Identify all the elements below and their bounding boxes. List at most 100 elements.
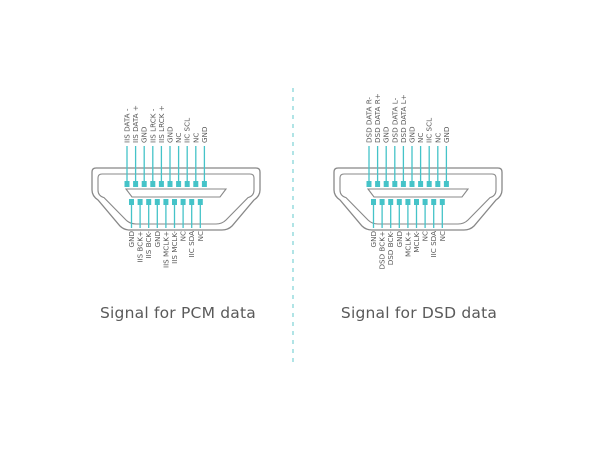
pcm-pin-tongue xyxy=(124,188,228,198)
dsd-top-pin: DSD DATA L- xyxy=(390,97,399,187)
dsd-bottom-pin: DSD BCK- xyxy=(386,199,395,265)
pin-label: GND xyxy=(382,126,391,143)
pcm-connector-shell xyxy=(91,167,261,231)
pcm-bottom-pin: GND xyxy=(153,199,162,247)
pin-contact xyxy=(172,199,177,205)
pin-label: NC xyxy=(191,133,200,143)
pin-contact xyxy=(154,199,160,205)
pin-contact xyxy=(435,181,441,187)
pin-label: IIS BCK- xyxy=(144,231,153,259)
pcm-bottom-pin: IIS BCK+ xyxy=(136,199,145,263)
pcm-shell-inner xyxy=(97,173,255,225)
pcm-shell-outer xyxy=(91,167,261,231)
pin-label: DSD DATA L+ xyxy=(399,94,408,143)
dsd-bottom-pin: GND xyxy=(369,199,378,247)
pin-contact xyxy=(124,181,130,187)
dsd-top-pin: GND xyxy=(442,126,451,187)
pin-label: IIC SCL xyxy=(425,118,434,143)
pin-label: NC xyxy=(433,133,442,143)
pin-label: MCLK- xyxy=(412,231,421,253)
pin-label: MCLK+ xyxy=(403,231,412,257)
pin-contact xyxy=(392,181,398,187)
dsd-bottom-pin: MCLK+ xyxy=(403,199,412,257)
pin-contact xyxy=(366,181,372,187)
pin-contact xyxy=(197,199,203,205)
pin-label: GND xyxy=(153,231,162,248)
dsd-bottom-pin: NC xyxy=(421,199,430,241)
pin-contact xyxy=(379,199,385,205)
pin-contact xyxy=(184,181,190,187)
pcm-bottom-pin: IIS MCLK+ xyxy=(161,199,170,268)
pin-label: DSD DATA R- xyxy=(365,97,374,143)
pin-contact xyxy=(193,181,199,187)
pin-label: GND xyxy=(395,231,404,248)
pin-contact xyxy=(163,199,169,205)
dsd-shell-inner xyxy=(339,173,497,225)
pin-contact xyxy=(176,181,182,187)
pcm-bottom-pin: IIC SDA xyxy=(187,199,196,257)
pin-label: NC xyxy=(421,231,430,241)
pin-contact xyxy=(396,199,402,205)
pcm-top-pin: GND xyxy=(200,126,209,187)
pin-contact xyxy=(129,199,134,205)
pin-label: DSD BCK+ xyxy=(378,231,387,269)
pin-contact xyxy=(414,199,419,205)
pin-contact xyxy=(137,199,143,205)
dsd-connector-shell xyxy=(333,167,503,231)
dsd-top-pin: GND xyxy=(408,126,417,187)
pin-contact xyxy=(375,181,381,187)
pin-label: IIS BCK+ xyxy=(136,231,145,263)
pin-label: DSD DATA R+ xyxy=(373,93,382,143)
pin-contact xyxy=(141,181,147,187)
pcm-top-pin: GND xyxy=(166,126,175,187)
dsd-top-pin: NC xyxy=(433,133,442,187)
pin-label: IIS DATA - xyxy=(123,108,132,143)
pcm-caption: Signal for PCM data xyxy=(100,304,256,322)
pin-contact xyxy=(388,199,394,205)
pin-label: GND xyxy=(200,126,209,143)
pin-label: NC xyxy=(438,231,447,241)
pin-label: GND xyxy=(369,231,378,248)
pin-label: IIC SDA xyxy=(187,231,196,258)
pin-contact xyxy=(133,181,139,187)
pin-contact xyxy=(167,181,173,187)
pin-label: IIS MCLK- xyxy=(170,231,179,264)
pin-contact xyxy=(418,181,424,187)
pin-label: NC xyxy=(174,133,183,143)
pcm-bottom-pin: GND xyxy=(127,199,136,247)
pin-label: NC xyxy=(416,133,425,143)
dsd-bottom-pin: NC xyxy=(438,199,447,241)
pin-label: GND xyxy=(166,126,175,143)
pin-label: DSD DATA L- xyxy=(390,97,399,143)
pin-contact xyxy=(150,181,156,187)
dsd-top-pin: DSD DATA L+ xyxy=(399,94,408,187)
pcm-top-pin: NC xyxy=(174,133,183,187)
pcm-top-pin: IIC SCL xyxy=(183,118,192,187)
pin-label: GND xyxy=(127,231,136,248)
pin-label: IIS MCLK+ xyxy=(161,231,170,268)
dsd-top-pin: IIC SCL xyxy=(425,118,434,187)
pin-label: IIS LRCK + xyxy=(157,105,166,143)
pin-label: GND xyxy=(140,126,149,143)
pin-label: IIC SDA xyxy=(429,231,438,258)
pcm-top-pin: IIS DATA + xyxy=(131,105,140,187)
pin-label: IIC SCL xyxy=(183,118,192,143)
dsd-shell-outer xyxy=(333,167,503,231)
dsd-bottom-pin: MCLK- xyxy=(412,199,421,253)
pcm-bottom-pin: NC xyxy=(179,199,188,241)
pin-contact xyxy=(371,199,376,205)
pin-contact xyxy=(180,199,186,205)
pcm-bottom-pin: IIS MCLK- xyxy=(170,199,179,264)
dsd-bottom-pin: DSD BCK+ xyxy=(378,199,387,269)
pcm-bottom-pin: IIS BCK- xyxy=(144,199,153,258)
dsd-bottom-pin: IIC SDA xyxy=(429,199,438,257)
pin-contact xyxy=(431,199,437,205)
pin-contact xyxy=(439,199,445,205)
pin-contact xyxy=(422,199,428,205)
pin-label: GND xyxy=(442,126,451,143)
pin-contact xyxy=(383,181,389,187)
